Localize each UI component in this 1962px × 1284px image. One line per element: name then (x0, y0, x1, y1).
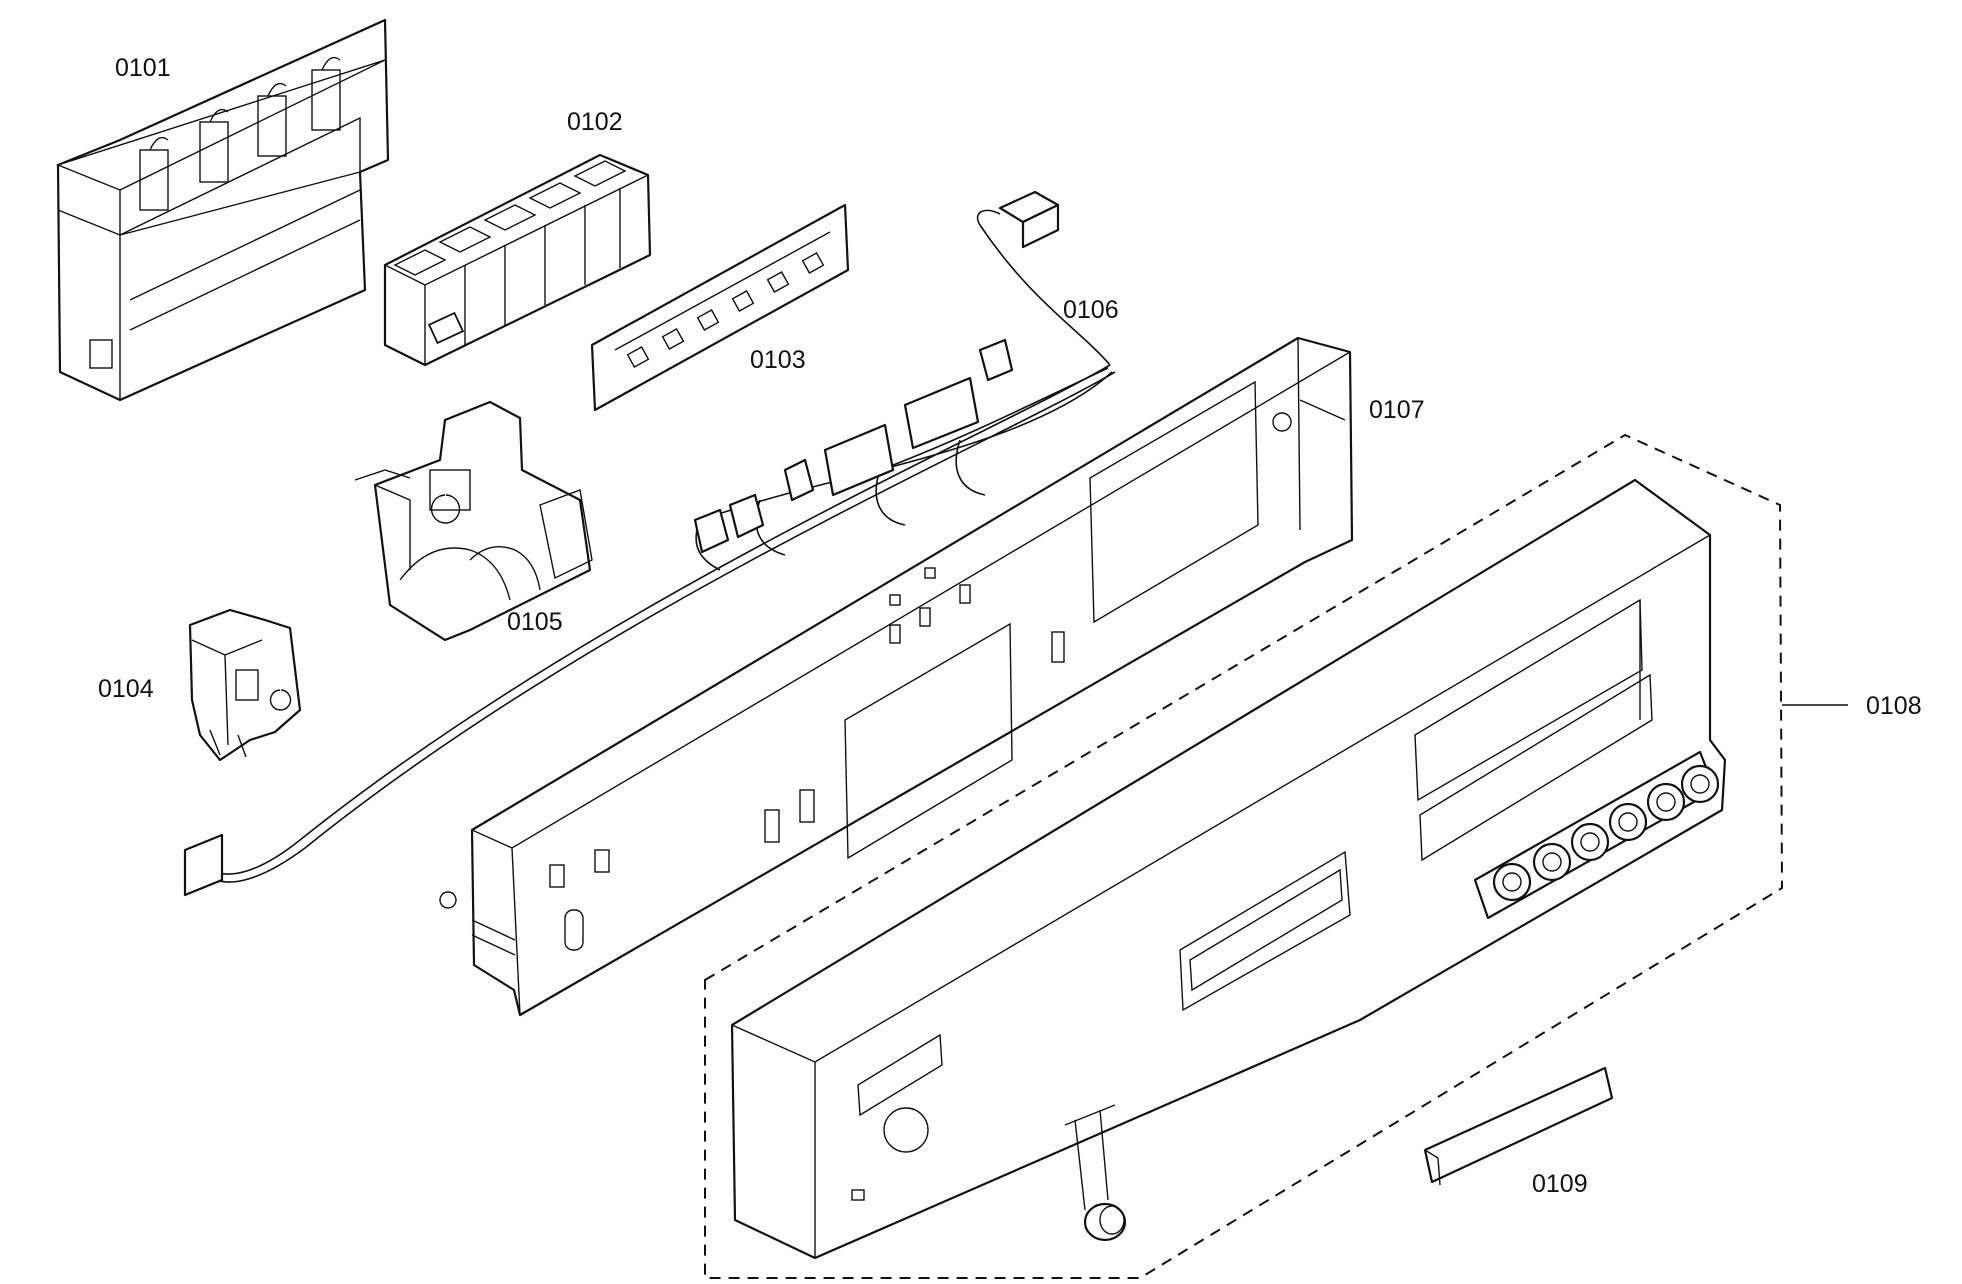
label-0101: 0101 (115, 54, 171, 82)
label-0102: 0102 (567, 108, 623, 136)
label-0109: 0109 (1532, 1170, 1588, 1198)
part-0108-fascia-panel[interactable] (704, 433, 1784, 1279)
part-0105-latch-assembly[interactable] (354, 400, 593, 642)
part-0101-control-module[interactable] (55, 18, 390, 402)
part-0102-display-block[interactable] (383, 153, 652, 367)
part-0107-frame[interactable] (439, 336, 1354, 1017)
button-cluster[interactable] (1473, 750, 1720, 920)
label-0103: 0103 (750, 346, 806, 374)
part-0103-overlay-strip[interactable] (590, 203, 850, 412)
label-0106: 0106 (1063, 296, 1119, 324)
part-0106-wiring-harness[interactable] (183, 190, 1116, 897)
label-0108: 0108 (1866, 692, 1922, 720)
label-0105: 0105 (507, 608, 563, 636)
label-0104: 0104 (98, 675, 154, 703)
part-0109-strip[interactable] (1423, 1066, 1614, 1186)
part-0104-switch[interactable] (188, 608, 302, 762)
label-0107: 0107 (1369, 396, 1425, 424)
